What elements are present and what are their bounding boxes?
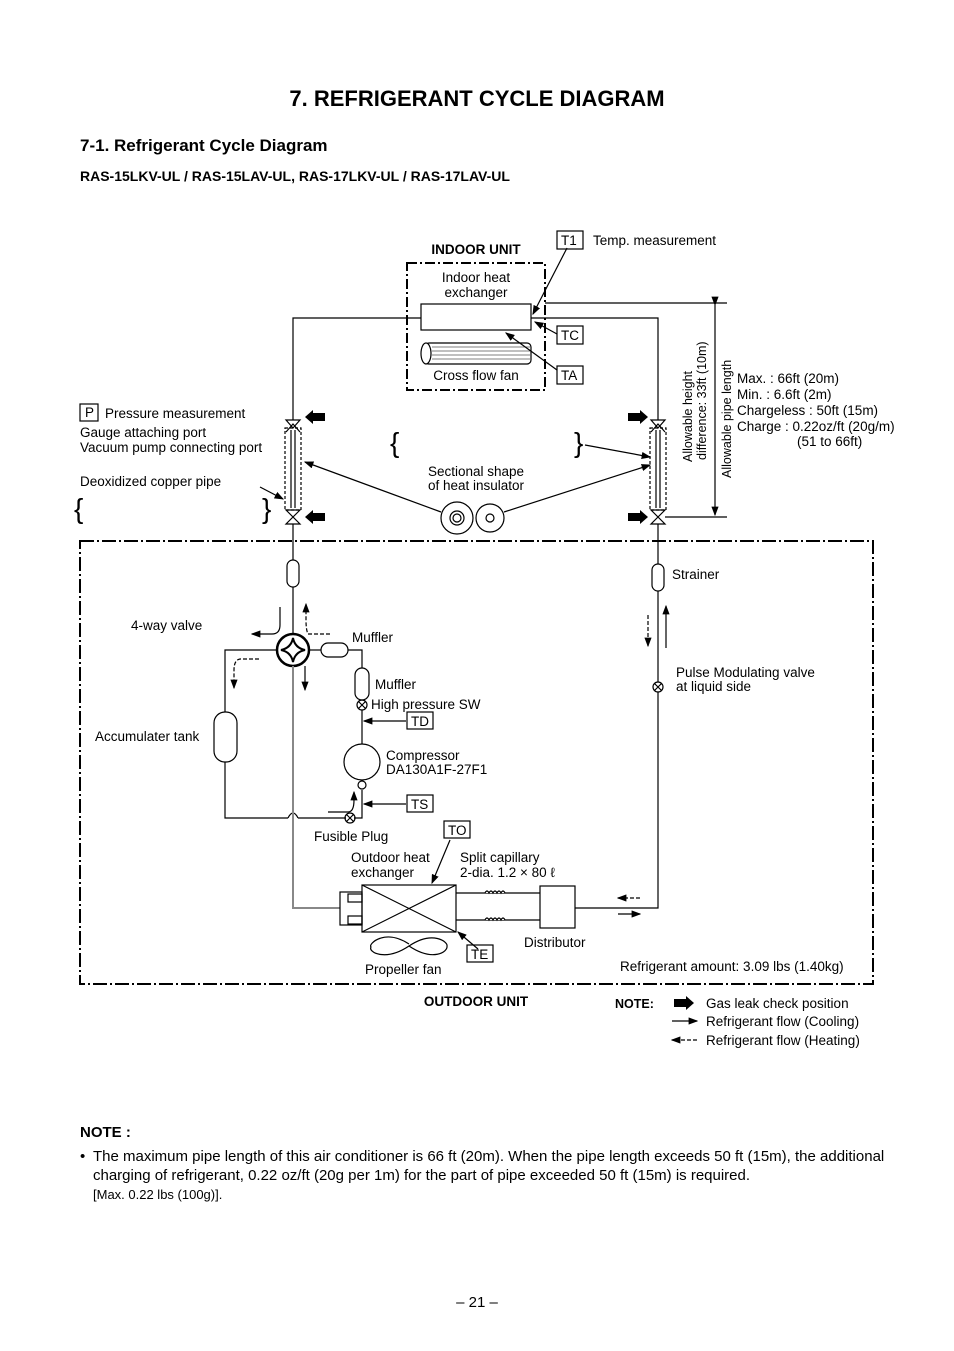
four-way-valve-icon	[275, 632, 311, 668]
four-way-valve-label: 4-way valve	[131, 618, 202, 633]
outdoor-hx-label-2: exchanger	[351, 865, 415, 880]
high-pressure-sw-label: High pressure SW	[371, 697, 481, 712]
page-title: 7. REFRIGERANT CYCLE DIAGRAM	[289, 86, 665, 111]
capillary-spec: 2-dia. 1.2 × 80 ℓ	[460, 865, 555, 880]
min-length: Min. : 6.6ft (2m)	[737, 387, 832, 402]
insulator-label-2: of heat insulator	[428, 478, 525, 493]
ts-sensor-label: TS	[411, 797, 428, 812]
svg-text:}: }	[574, 427, 583, 458]
cross-flow-fan-label: Cross flow fan	[433, 368, 519, 383]
cross-flow-fan-icon	[420, 342, 532, 365]
t1-sensor-label: T1	[561, 233, 577, 248]
note-body: • The maximum pipe length of this air co…	[80, 1147, 890, 1204]
muffler-label-2: Muffler	[375, 677, 417, 692]
legend-gas-leak: Gas leak check position	[706, 996, 849, 1011]
to-sensor-label: TO	[448, 823, 467, 838]
propeller-fan-icon	[370, 936, 448, 956]
svg-text:{: {	[74, 493, 83, 524]
p-label: P	[85, 405, 94, 420]
note-max: [Max. 0.22 lbs (100g)].	[93, 1187, 223, 1202]
strainer	[651, 563, 665, 592]
chargeless-length: Chargeless : 50ft (15m)	[737, 403, 878, 418]
outdoor-heat-exchanger	[339, 884, 457, 933]
split-capillary	[456, 890, 540, 922]
section-heading: 7-1. Refrigerant Cycle Diagram	[80, 136, 328, 155]
compressor-icon	[343, 743, 381, 781]
indoor-heat-exchanger	[420, 303, 532, 331]
legend-cooling: Refrigerant flow (Cooling)	[706, 1014, 859, 1029]
indoor-unit-label: INDOOR UNIT	[431, 242, 521, 257]
indoor-unit-boundary	[406, 262, 546, 391]
insulator-label: Sectional shape	[428, 464, 524, 479]
liquid-pipe	[531, 317, 659, 420]
propeller-fan-label: Propeller fan	[365, 962, 442, 977]
charge-range: (51 to 66ft)	[797, 434, 862, 449]
pmv-label: Pulse Modulating valve	[676, 665, 815, 680]
tc-sensor-label: TC	[561, 328, 579, 343]
accumulator-label: Accumulater tank	[95, 729, 200, 744]
outdoor-unit-label: OUTDOOR UNIT	[424, 994, 529, 1009]
outdoor-hx-label: Outdoor heat	[351, 850, 430, 865]
svg-text:}: }	[262, 493, 271, 524]
heat-insulator-icon	[440, 501, 505, 535]
pressure-measurement-label: Pressure measurement	[105, 406, 246, 421]
left-service-valves	[284, 419, 302, 525]
distributor	[539, 885, 576, 929]
muffler-label: Muffler	[352, 630, 394, 645]
right-service-valves	[649, 419, 667, 525]
legend-note: NOTE:	[615, 997, 654, 1011]
strainer-label: Strainer	[672, 567, 720, 582]
fusible-plug-label: Fusible Plug	[314, 829, 388, 844]
temp-measurement-label: Temp. measurement	[593, 233, 716, 248]
compressor-label: Compressor	[386, 748, 460, 763]
height-label-2: difference: 33ft (10m)	[695, 341, 709, 460]
refrigerant-amount: Refrigerant amount: 3.09 lbs (1.40kg)	[620, 959, 844, 974]
td-sensor-label: TD	[411, 714, 429, 729]
pipe-length-label: Allowable pipe length	[720, 360, 734, 478]
model-numbers: RAS-15LKV-UL / RAS-15LAV-UL, RAS-17LKV-U…	[80, 168, 510, 184]
pulse-modulating-valve-icon	[652, 681, 664, 693]
distributor-label: Distributor	[524, 935, 586, 950]
max-length: Max. : 66ft (20m)	[737, 371, 839, 386]
gauge-port-label: Gauge attaching port	[80, 425, 206, 440]
bullet: •	[80, 1148, 86, 1165]
copper-pipe-label: Deoxidized copper pipe	[80, 474, 221, 489]
vacuum-port-label: Vacuum pump connecting port	[80, 440, 262, 455]
pmv-label-2: at liquid side	[676, 679, 751, 694]
svg-text:{: {	[390, 427, 399, 458]
indoor-hx-label-2: exchanger	[444, 285, 508, 300]
te-sensor-label: TE	[471, 947, 488, 962]
note-text: The maximum pipe length of this air cond…	[93, 1148, 885, 1184]
outdoor-unit-boundary	[79, 540, 874, 985]
indoor-hx-label: Indoor heat	[442, 270, 511, 285]
compressor-model: DA130A1F-27F1	[386, 762, 487, 777]
note-heading: NOTE :	[80, 1124, 131, 1141]
ta-sensor-label: TA	[561, 368, 577, 383]
braces: { } { }	[74, 427, 583, 524]
split-capillary-label: Split capillary	[460, 850, 540, 865]
height-label: Allowable height	[681, 370, 695, 462]
legend-heating: Refrigerant flow (Heating)	[706, 1033, 860, 1048]
legend-gas-leak-icon	[674, 996, 694, 1010]
gas-pipe	[292, 317, 421, 420]
accumulator-tank	[213, 711, 238, 763]
charge-rate: Charge : 0.22oz/ft (20g/m)	[737, 419, 895, 434]
page-number: – 21 –	[456, 1294, 498, 1311]
gas-leak-check-arrows	[305, 410, 694, 1010]
